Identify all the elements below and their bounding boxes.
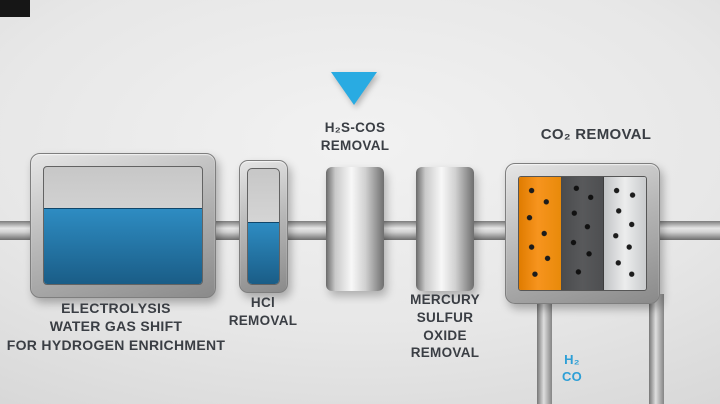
hcl-removal-vessel [239, 160, 288, 293]
electrolysis-label-line3: FOR HYDROGEN ENRICHMENT [6, 336, 226, 353]
mercury-label-line1: MERCURY [410, 292, 480, 307]
hcl-label-line2: REMOVAL [228, 312, 298, 328]
mercury-sulfur-oxide-column [416, 167, 474, 291]
sorbent-panel-light [604, 177, 646, 290]
h2s-cos-label: H₂S-COS REMOVAL [308, 119, 402, 155]
co2-label: CO₂ REMOVAL [540, 126, 652, 143]
co2-removal-vessel [505, 163, 660, 304]
top-left-marker [0, 0, 30, 17]
electrolysis-label-line1: ELECTROLYSIS [61, 300, 171, 316]
co2-vessel-interior [518, 176, 647, 291]
output-gas-line1: H₂ [564, 352, 580, 367]
electrolysis-vessel-interior [43, 166, 203, 285]
outlet-pipe-right [649, 294, 664, 404]
electrolysis-label-line2: WATER GAS SHIFT [49, 318, 183, 335]
hcl-liquid [248, 222, 279, 284]
mercury-label-line2: SULFUR OXIDE [416, 309, 474, 343]
output-gas-line2: CO [561, 368, 583, 384]
h2s-cos-label-line1: H₂S-COS [324, 120, 386, 135]
electrolysis-liquid [44, 208, 202, 284]
electrolysis-label: ELECTROLYSIS WATER GAS SHIFT FOR HYDROGE… [0, 299, 232, 354]
hcl-vessel-interior [247, 168, 280, 285]
sorbent-panel-orange [519, 177, 562, 290]
electrolysis-vessel [30, 153, 216, 298]
mercury-label: MERCURY SULFUR OXIDE REMOVAL [393, 291, 497, 362]
output-gas-label: H₂ CO [552, 352, 592, 386]
hcl-label: HCl REMOVAL [222, 294, 304, 330]
hcl-label-line1: HCl [250, 295, 276, 310]
outlet-pipe-left [537, 294, 552, 404]
down-triangle-icon [331, 72, 377, 105]
h2s-cos-label-line2: REMOVAL [320, 137, 390, 153]
h2s-cos-column [326, 167, 384, 291]
sorbent-panel-dark [561, 177, 605, 290]
mercury-label-line3: REMOVAL [410, 345, 480, 361]
